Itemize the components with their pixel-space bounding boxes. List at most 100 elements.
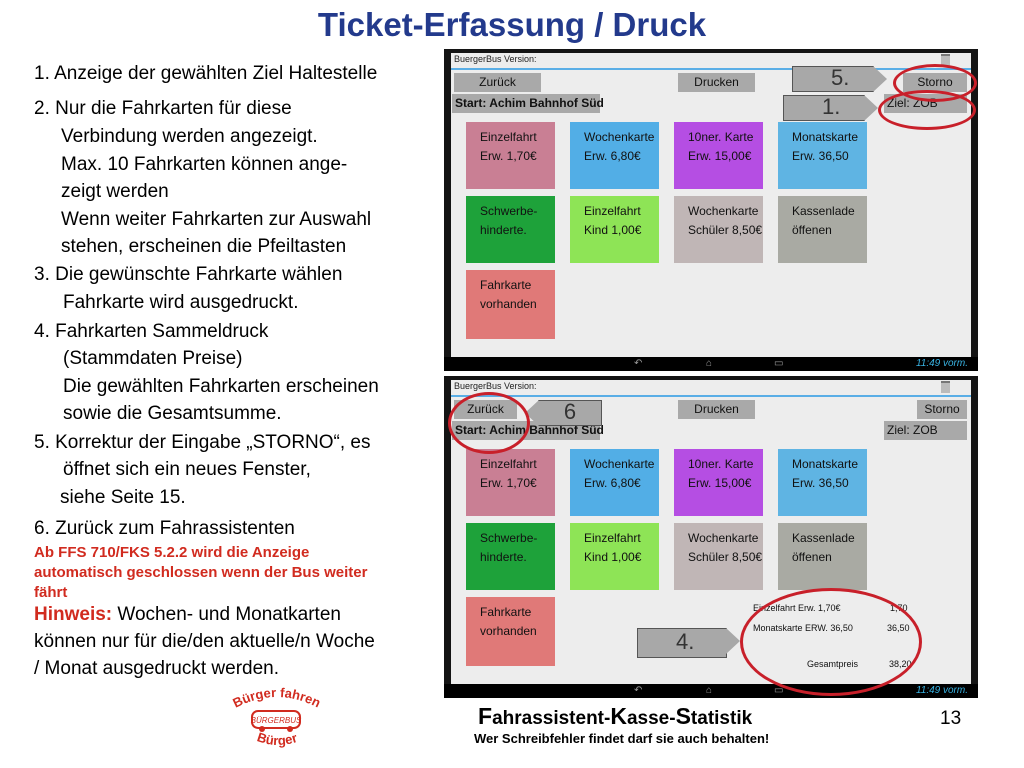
- instruction-2b: Verbindung werden angezeigt.: [61, 126, 318, 147]
- callout-arrow-1: 1.: [783, 95, 878, 121]
- callout-arrow-6: 6: [525, 400, 602, 426]
- ticket-line1: Monatskarte: [792, 457, 859, 471]
- home-nav-icon[interactable]: ⌂: [706, 358, 713, 369]
- storno-button[interactable]: Storno: [917, 400, 967, 419]
- instruction-5: 5. Korrektur der Eingabe „STORNO“, es: [34, 432, 371, 453]
- instruction-2: 2. Nur die Fahrkarten für diese: [34, 98, 292, 119]
- ticket-line1: Wochenkarte: [688, 531, 759, 545]
- ticket-line1: Wochenkarte: [688, 204, 759, 218]
- instruction-2d: zeigt werden: [61, 181, 169, 202]
- hint-label: Hinweis:: [34, 604, 113, 625]
- buergerbus-logo: Bürger fahren BÜRGERBUS Bürger: [222, 684, 332, 756]
- instruction-2e: Wenn weiter Fahrkarten zur Auswahl: [61, 209, 372, 230]
- ticket-line2: Schüler 8,50€: [688, 550, 763, 564]
- system-bar: ↶ ⌂ ▭ 11:49 vorm.: [444, 684, 978, 698]
- logo-top-text: Bürger fahren: [230, 685, 323, 711]
- ticket-line1: Schwerbe-: [480, 204, 538, 218]
- version-label: BuergerBus Version:: [454, 381, 537, 391]
- instruction-4d: sowie die Gesamtsumme.: [63, 403, 282, 424]
- ticket-button[interactable]: Schwerbe-hinderte.: [466, 196, 555, 263]
- back-button[interactable]: Zurück: [454, 73, 541, 92]
- print-button[interactable]: Drucken: [678, 400, 755, 419]
- note-line-1: Ab FFS 710/FKS 5.2.2 wird die Anzeige: [34, 544, 310, 561]
- ticket-line1: Fahrkarte: [480, 605, 532, 619]
- logo-bottom-text: Bürger: [255, 729, 299, 748]
- page-number: 13: [940, 708, 962, 729]
- logo-bus-text: BÜRGERBUS: [251, 716, 302, 725]
- ticket-line2: vorhanden: [480, 624, 537, 638]
- ticket-line2: öffenen: [792, 223, 832, 237]
- ticket-button[interactable]: Fahrkarte vorhanden: [466, 597, 555, 666]
- instruction-3b: Fahrkarte wird ausgedruckt.: [63, 292, 299, 313]
- ticket-line2: Schüler 8,50€: [688, 223, 763, 237]
- ticket-line1: 10ner. Karte: [688, 457, 754, 471]
- svg-text:Bürger: Bürger: [255, 729, 299, 748]
- ticket-line1: Monatskarte: [792, 130, 859, 144]
- hint-line-1: Hinweis: Wochen- und Monatkarten: [34, 604, 341, 626]
- instruction-4: 4. Fahrkarten Sammeldruck: [34, 321, 269, 342]
- highlight-ring-back: [448, 392, 530, 454]
- trash-icon: [941, 54, 950, 66]
- ticket-line1: Kassenlade: [792, 204, 855, 218]
- instruction-1: 1. Anzeige der gewählten Ziel Haltestell…: [34, 63, 378, 84]
- instruction-3: 3. Die gewünschte Fahrkarte wählen: [34, 264, 343, 285]
- back-nav-icon[interactable]: ↶: [634, 685, 643, 696]
- instruction-4b: (Stammdaten Preise): [63, 348, 243, 369]
- ticket-line2: Erw. 36,50: [792, 149, 849, 163]
- page-title: Ticket-Erfassung / Druck: [317, 6, 707, 43]
- ticket-button[interactable]: Schwerbe-hinderte.: [466, 523, 555, 590]
- version-label: BuergerBus Version:: [454, 54, 537, 64]
- svg-text:Bürger fahren: Bürger fahren: [230, 685, 323, 711]
- start-label: Start: Achim Bahnhof Süd: [452, 94, 604, 113]
- divider: [451, 395, 971, 397]
- recent-apps-icon[interactable]: ▭: [774, 358, 784, 369]
- print-button[interactable]: Drucken: [678, 73, 755, 92]
- instruction-2c: Max. 10 Fahrkarten können ange-: [61, 154, 348, 175]
- divider: [451, 68, 971, 70]
- callout-arrow-4: 4.: [637, 628, 740, 658]
- ticket-line1: Fahrkarte: [480, 278, 532, 292]
- ticket-line1: Schwerbe-: [480, 531, 538, 545]
- ticket-line1: Einzelfahrt: [584, 204, 641, 218]
- brand-letter-s: S: [675, 703, 691, 729]
- ticket-line1: Einzelfahrt: [584, 531, 641, 545]
- brand-part-1: ahrassistent-: [492, 708, 611, 729]
- buergerbus-logo-graphic: Bürger fahren BÜRGERBUS Bürger: [230, 685, 323, 748]
- ticket-line2: Erw. 6,80€: [584, 149, 641, 163]
- footer-tagline: Wer Schreibfehler findet darf sie auch b…: [474, 731, 770, 746]
- ticket-line2: Erw. 1,70€: [480, 476, 537, 490]
- back-nav-icon[interactable]: ↶: [634, 358, 643, 369]
- ticket-line1: Wochenkarte: [584, 457, 655, 471]
- ticket-line2: hinderte.: [480, 550, 527, 564]
- clock: 11:49 vorm.: [915, 358, 968, 369]
- recent-apps-icon[interactable]: ▭: [774, 685, 784, 696]
- brand-part-2: asse-: [626, 708, 676, 729]
- home-nav-icon[interactable]: ⌂: [706, 685, 713, 696]
- instruction-5b: öffnet sich ein neues Fenster,: [63, 459, 311, 480]
- ticket-line1: Einzelfahrt: [480, 130, 537, 144]
- brand-letter-k: K: [610, 703, 627, 729]
- instruction-4c: Die gewählten Fahrkarten erscheinen: [63, 376, 379, 397]
- brand-part-3: tatistik: [690, 708, 753, 729]
- ticket-button[interactable]: Kassenlade öffenen: [778, 196, 867, 263]
- clock: 11:49 vorm.: [915, 685, 968, 696]
- ticket-line1: Wochenkarte: [584, 130, 655, 144]
- callout-arrow-5: 5.: [792, 66, 887, 92]
- highlight-ring-destination: [878, 90, 976, 130]
- ticket-line1: 10ner. Karte: [688, 130, 754, 144]
- hint-line-2: können nur für die/den aktuelle/n Woche: [34, 631, 375, 652]
